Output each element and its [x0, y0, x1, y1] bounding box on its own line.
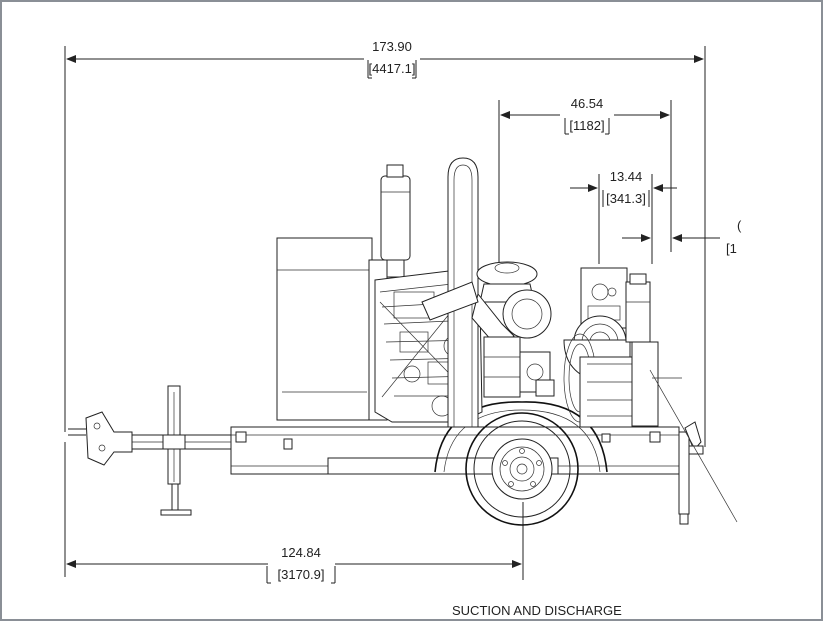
dimension-pump-body: 13.44 [341.3]: [570, 169, 677, 264]
pump-length-in: 46.54: [571, 96, 604, 111]
partial-right-in: (: [737, 218, 742, 233]
axle-position-in: 124.84: [281, 545, 321, 560]
dimension-partial-right: ( [1: [622, 218, 742, 256]
axle-position-mm: [3170.9]: [278, 567, 325, 582]
bottom-caption: SUCTION AND DISCHARGE: [452, 603, 622, 618]
pump-body-in: 13.44: [610, 169, 643, 184]
pump-assembly: [563, 267, 682, 428]
dimension-axle-position: 124.84 [3170.9]: [64, 442, 524, 584]
rear-stand: [649, 369, 738, 525]
trailer-tongue: [68, 385, 232, 516]
overall-length-in: 173.90: [372, 39, 412, 54]
wheel: [465, 412, 579, 526]
priming-assembly: [421, 261, 555, 398]
engine-enclosure: [276, 237, 388, 421]
pump-length-mm: [1182]: [569, 118, 604, 133]
pump-body-mm: [341.3]: [606, 191, 646, 206]
overall-length-mm: [4417.1]: [369, 61, 416, 76]
exhaust-muffler: [380, 164, 411, 278]
dimension-overall-length: 173.90 [4417.1]: [64, 39, 706, 447]
dimension-pump-length: 46.54 [1182]: [498, 96, 672, 270]
partial-right-mm: [1: [726, 241, 737, 256]
